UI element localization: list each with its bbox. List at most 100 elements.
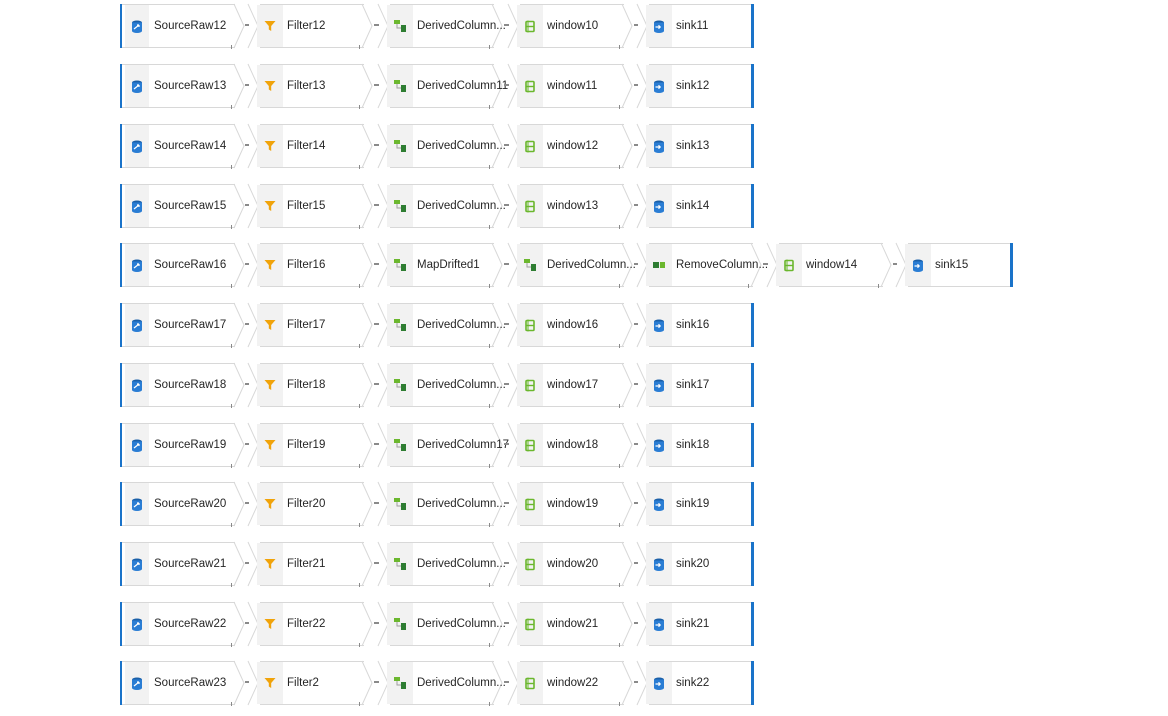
- derived-node[interactable]: DerivedColumn...: [377, 481, 506, 527]
- node-tip: [491, 242, 503, 288]
- window-node[interactable]: window17: [507, 362, 633, 408]
- output-tick: [619, 702, 620, 706]
- filter-node[interactable]: Filter18: [247, 362, 373, 408]
- node-label: SourceRaw12: [154, 20, 227, 32]
- flow-row: SourceRaw13 Filter13 DerivedColumn11 win…: [120, 63, 771, 109]
- node-label: sink19: [676, 498, 710, 510]
- node-tip: [233, 183, 245, 229]
- filter-node[interactable]: Filter17: [247, 302, 373, 348]
- filter-icon: [257, 185, 283, 227]
- sink-node[interactable]: sink17: [636, 362, 754, 408]
- source-node[interactable]: SourceRaw16: [120, 242, 245, 288]
- filter-node[interactable]: Filter14: [247, 123, 373, 169]
- window-node[interactable]: window21: [507, 601, 633, 647]
- filter-node[interactable]: Filter22: [247, 601, 373, 647]
- filter-icon: [257, 304, 283, 346]
- node-label: sink12: [676, 80, 710, 92]
- node-label: sink15: [935, 259, 969, 271]
- window-node[interactable]: window14: [766, 242, 892, 288]
- flow-row: SourceRaw18 Filter18 DerivedColumn... wi…: [120, 362, 771, 408]
- source-icon: [125, 304, 149, 346]
- filter-node[interactable]: Filter20: [247, 481, 373, 527]
- source-node[interactable]: SourceRaw20: [120, 481, 245, 527]
- derived-node[interactable]: DerivedColumn...: [377, 541, 506, 587]
- sink-node[interactable]: sink12: [636, 63, 754, 109]
- sink-accent-bar: [751, 423, 754, 467]
- derived-node[interactable]: DerivedColumn11: [377, 63, 508, 109]
- source-node[interactable]: SourceRaw12: [120, 3, 245, 49]
- window-node[interactable]: window12: [507, 123, 633, 169]
- window-node[interactable]: window22: [507, 660, 633, 706]
- node-tip: [621, 481, 633, 527]
- node-label: Filter16: [287, 259, 326, 271]
- derived-node[interactable]: DerivedColumn...: [377, 302, 506, 348]
- derived-node[interactable]: DerivedColumn...: [377, 660, 506, 706]
- sink-node[interactable]: sink18: [636, 422, 754, 468]
- source-icon: [125, 543, 149, 585]
- output-tick: [231, 45, 232, 49]
- source-node[interactable]: SourceRaw14: [120, 123, 245, 169]
- node-tip: [621, 63, 633, 109]
- window-node[interactable]: window11: [507, 63, 633, 109]
- source-node[interactable]: SourceRaw18: [120, 362, 245, 408]
- sink-node[interactable]: sink13: [636, 123, 754, 169]
- derived-node[interactable]: DerivedColumn...: [377, 3, 506, 49]
- window-node[interactable]: window20: [507, 541, 633, 587]
- window-node[interactable]: window16: [507, 302, 633, 348]
- select-node[interactable]: RemoveColumn...: [636, 242, 768, 288]
- sink-node[interactable]: sink21: [636, 601, 754, 647]
- select-columns-icon: [646, 244, 672, 286]
- node-tip: [233, 123, 245, 169]
- sink-node[interactable]: sink15: [895, 242, 1013, 288]
- derived-node[interactable]: DerivedColumn...: [507, 242, 636, 288]
- filter-node[interactable]: Filter12: [247, 3, 373, 49]
- derived-node[interactable]: DerivedColumn17: [377, 422, 509, 468]
- flow-row: SourceRaw22 Filter22 DerivedColumn... wi…: [120, 601, 771, 647]
- sink-icon: [646, 543, 672, 585]
- sink-node[interactable]: sink11: [636, 3, 754, 49]
- source-node[interactable]: SourceRaw19: [120, 422, 245, 468]
- source-node[interactable]: SourceRaw17: [120, 302, 245, 348]
- window-node[interactable]: window19: [507, 481, 633, 527]
- node-tip: [491, 123, 503, 169]
- source-accent-bar: [120, 4, 122, 48]
- output-tick: [489, 523, 490, 527]
- derived-node[interactable]: DerivedColumn...: [377, 123, 506, 169]
- derived-node[interactable]: DerivedColumn...: [377, 362, 506, 408]
- sink-accent-bar: [751, 542, 754, 586]
- node-label: SourceRaw17: [154, 319, 227, 331]
- filter-node[interactable]: Filter19: [247, 422, 373, 468]
- filter-node[interactable]: Filter16: [247, 242, 373, 288]
- output-tick: [489, 225, 490, 229]
- source-node[interactable]: SourceRaw13: [120, 63, 245, 109]
- node-label: DerivedColumn...: [417, 677, 506, 689]
- node-tip: [621, 123, 633, 169]
- window-node[interactable]: window10: [507, 3, 633, 49]
- source-node[interactable]: SourceRaw23: [120, 660, 245, 706]
- sink-accent-bar: [751, 64, 754, 108]
- sink-node[interactable]: sink20: [636, 541, 754, 587]
- sink-node[interactable]: sink14: [636, 183, 754, 229]
- filter-node[interactable]: Filter21: [247, 541, 373, 587]
- derived-node[interactable]: DerivedColumn...: [377, 183, 506, 229]
- output-tick: [359, 702, 360, 706]
- source-node[interactable]: SourceRaw22: [120, 601, 245, 647]
- filter-node[interactable]: Filter15: [247, 183, 373, 229]
- window-node[interactable]: window13: [507, 183, 633, 229]
- window-node[interactable]: window18: [507, 422, 633, 468]
- filter-node[interactable]: Filter2: [247, 660, 373, 706]
- source-node[interactable]: SourceRaw21: [120, 541, 245, 587]
- derived-column-icon: [387, 364, 413, 406]
- sink-node[interactable]: sink16: [636, 302, 754, 348]
- derived-column-icon: [387, 483, 413, 525]
- source-node[interactable]: SourceRaw15: [120, 183, 245, 229]
- sink-node[interactable]: sink19: [636, 481, 754, 527]
- sink-icon: [646, 662, 672, 704]
- sink-node[interactable]: sink22: [636, 660, 754, 706]
- node-tip: [621, 183, 633, 229]
- filter-node[interactable]: Filter13: [247, 63, 373, 109]
- derived-node[interactable]: DerivedColumn...: [377, 601, 506, 647]
- derived-node[interactable]: MapDrifted1: [377, 242, 503, 288]
- node-label: SourceRaw20: [154, 498, 227, 510]
